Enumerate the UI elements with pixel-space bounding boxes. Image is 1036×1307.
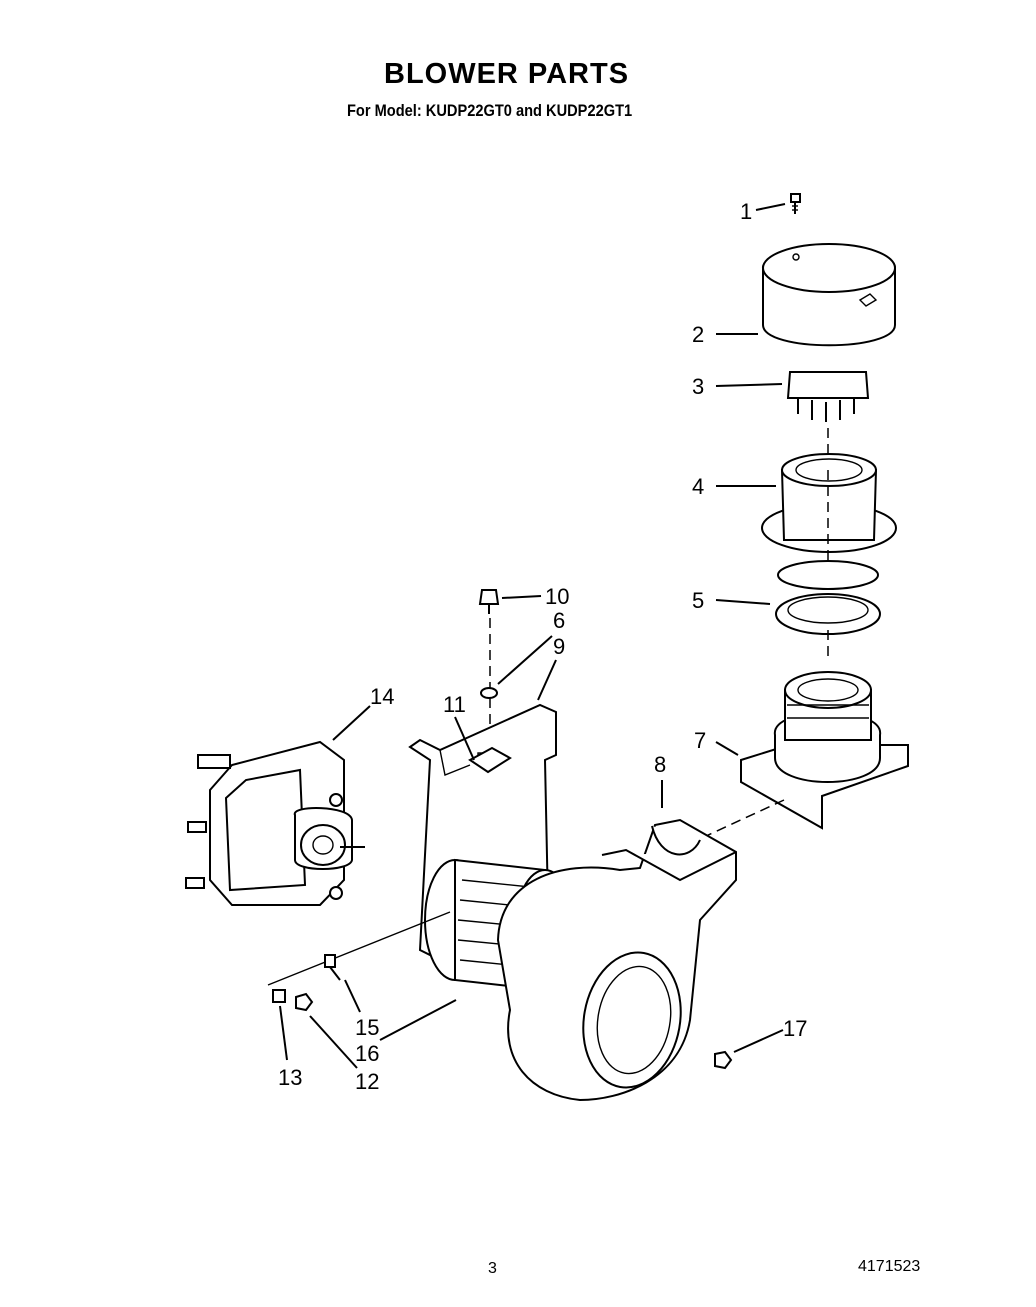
callout-9: 9 — [553, 634, 565, 659]
part-2-cover — [762, 243, 896, 347]
document-number: 4171523 — [858, 1258, 921, 1275]
callout-4: 4 — [692, 474, 704, 499]
part-13-nut — [272, 989, 286, 1003]
callout-6: 6 — [553, 608, 565, 633]
page-title: BLOWER PARTS — [384, 58, 630, 90]
part-14-motor — [185, 740, 365, 906]
callout-17: 17 — [783, 1016, 807, 1041]
part-17-nut — [714, 1050, 733, 1070]
callout-16: 16 — [355, 1041, 379, 1066]
part-4-pump-housing — [761, 453, 897, 560]
callout-3: 3 — [692, 374, 704, 399]
callout-13: 13 — [278, 1065, 302, 1090]
part-1-screw — [790, 193, 801, 214]
callout-2: 2 — [692, 322, 704, 347]
part-3-connector — [786, 371, 870, 458]
callout-5: 5 — [692, 588, 704, 613]
part-8-blower-housing — [496, 818, 737, 1102]
part-7-pump-base — [740, 671, 909, 830]
callout-1: 1 — [740, 199, 752, 224]
callout-15: 15 — [355, 1015, 379, 1040]
part-12-nut — [295, 992, 314, 1012]
callout-11: 11 — [443, 692, 466, 717]
leader-lines — [279, 203, 786, 1069]
part-5-seal — [775, 560, 881, 660]
part-11-plate — [468, 746, 512, 774]
callout-14: 14 — [370, 684, 394, 709]
model-subtitle: For Model: KUDP22GT0 and KUDP22GT1 — [347, 101, 633, 120]
callout-8: 8 — [654, 752, 666, 777]
callout-7: 7 — [694, 728, 706, 753]
callout-10: 10 — [545, 584, 569, 609]
page-number: 3 — [488, 1260, 497, 1277]
part-15-screw — [324, 954, 341, 981]
part-6-washer — [480, 687, 498, 699]
callout-12: 12 — [355, 1069, 379, 1094]
part-10-bolt — [478, 589, 500, 614]
